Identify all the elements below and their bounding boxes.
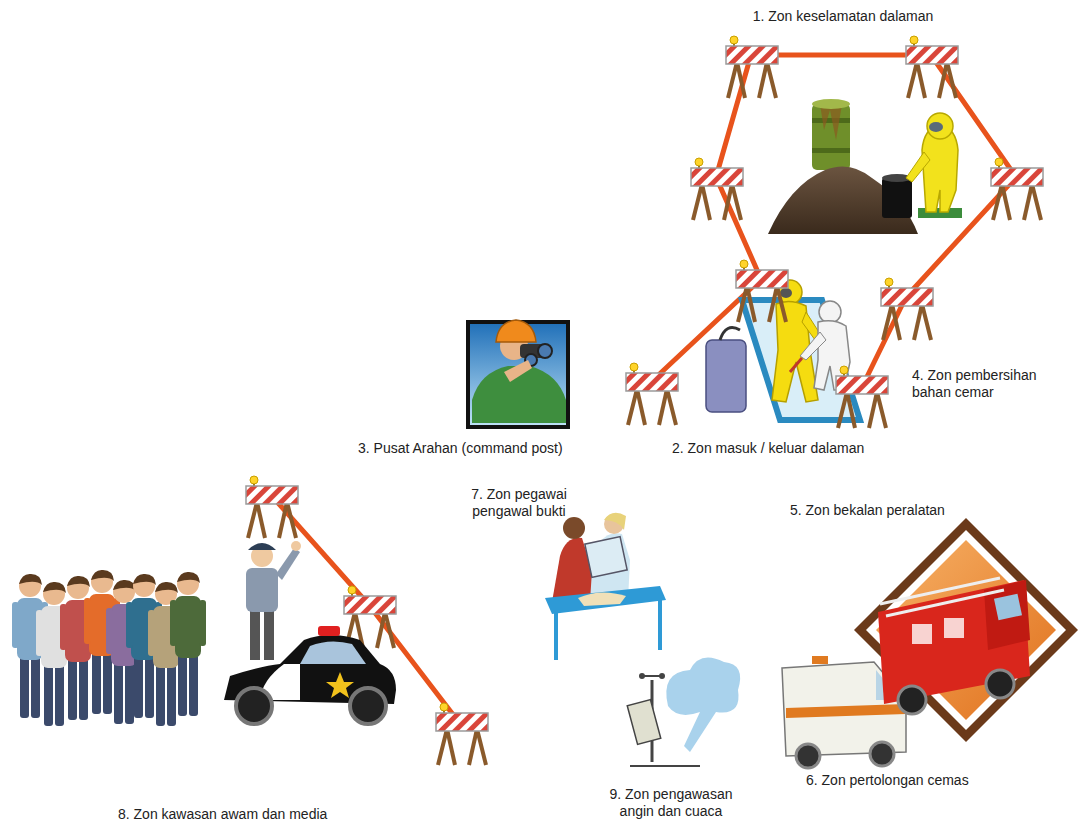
weather-station (630, 765, 700, 767)
zone-label: 6. Zon pertolongan cemas (806, 772, 1036, 789)
illustration (436, 703, 488, 765)
zone-label: 5. Zon bekalan peralatan (790, 502, 1020, 519)
contaminated-pile (768, 166, 918, 234)
command-post-icon (504, 360, 532, 382)
police-officer (246, 541, 301, 660)
weather-station (639, 673, 645, 679)
evidence-table (658, 598, 662, 650)
decontamination-pool (720, 328, 740, 340)
fire-truck (986, 670, 1014, 698)
evidence-table (578, 592, 626, 606)
police-car (326, 672, 354, 698)
contaminated-pile (768, 99, 918, 234)
zone-label: 1. Zon keselamatan dalaman (733, 8, 953, 25)
fire-truck (912, 624, 932, 644)
zone-label: 4. Zon pembersihan bahan cemar (912, 367, 1072, 401)
zone-label: 7. Zon pegawai pengawal bukti (444, 486, 594, 520)
decontamination-pool (742, 300, 860, 420)
fire-truck (984, 580, 1030, 650)
illustration (991, 158, 1043, 220)
police-car (224, 626, 396, 724)
hazmat-worker (927, 113, 953, 139)
boundary-line (861, 297, 906, 389)
fire-truck (876, 540, 1056, 720)
ambulance (796, 744, 820, 768)
fire-truck (854, 518, 1078, 742)
fire-truck (994, 594, 1022, 621)
decon-worker (819, 301, 841, 323)
weather-station (627, 700, 661, 745)
illustration (626, 363, 678, 425)
contaminated-pile (820, 104, 842, 140)
decon-worker (800, 332, 826, 360)
public-crowd (12, 570, 206, 726)
zone-label: 9. Zon pengawasan angin dan cuaca (596, 786, 746, 820)
contaminated-pile (812, 148, 850, 153)
contaminated-pile (812, 118, 850, 123)
evidence-table (545, 586, 666, 614)
public-crowd (170, 572, 206, 716)
weather-station (666, 658, 740, 753)
illustration (691, 158, 743, 220)
evidence-table (563, 517, 585, 539)
contaminated-pile (812, 104, 850, 170)
illustration (726, 36, 778, 98)
boundary-line (716, 177, 761, 279)
ambulance (786, 704, 906, 718)
police-car (318, 626, 340, 636)
illustration (736, 260, 788, 322)
hazmat-worker (906, 152, 930, 182)
weather-station (627, 658, 740, 767)
command-post-icon (538, 344, 552, 358)
contaminated-pile (882, 178, 912, 218)
weather-station (659, 673, 665, 679)
fire-truck (880, 578, 1004, 616)
contaminated-pile (812, 99, 850, 109)
fire-truck (854, 518, 1078, 742)
police-officer (248, 543, 276, 550)
police-car (350, 688, 386, 724)
evidence-table (604, 513, 626, 530)
zone-label: 8. Zon kawasan awam dan media (118, 806, 408, 823)
fire-truck (898, 686, 926, 714)
police-officer (264, 606, 274, 660)
hazmat-worker (906, 113, 962, 218)
decon-worker (790, 358, 802, 372)
police-car (300, 641, 366, 664)
fire-truck (866, 530, 1066, 730)
zone-label: 3. Pusat Arahan (command post) (358, 440, 628, 457)
police-car (236, 688, 272, 724)
police-officer (276, 548, 300, 580)
ambulance (812, 656, 828, 664)
police-officer (291, 541, 301, 551)
zone-label: 2. Zon masuk / keluar dalaman (672, 440, 934, 457)
command-post-icon (496, 320, 536, 342)
fire-truck (944, 618, 964, 638)
police-officer (250, 606, 260, 660)
evidence-table (585, 537, 627, 578)
ambulance (870, 742, 894, 766)
illustration (836, 366, 888, 428)
decontamination-pool (706, 340, 746, 412)
evidence-table (554, 612, 558, 660)
illustration (906, 36, 958, 98)
police-officer (246, 568, 278, 612)
illustration (881, 278, 933, 340)
evidence-table (545, 513, 666, 660)
command-post-icon (468, 320, 568, 427)
hazmat-worker (929, 122, 943, 132)
hazmat-worker (780, 288, 792, 298)
illustration (246, 476, 298, 538)
